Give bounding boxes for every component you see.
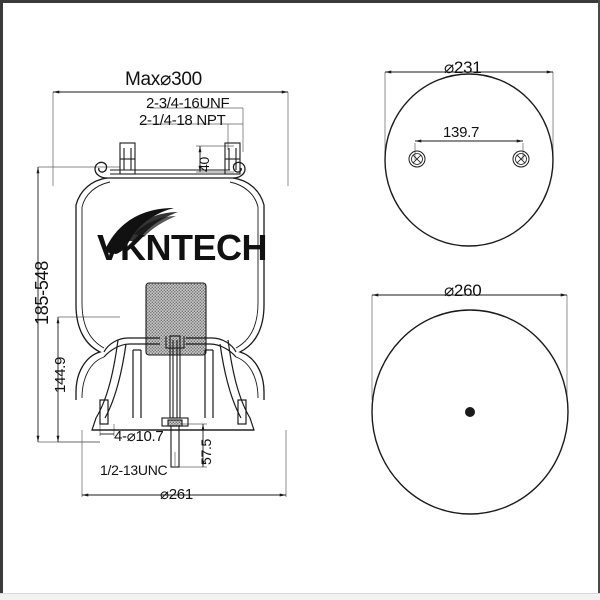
bellows-outer-profile (75, 161, 265, 400)
dim-bottom-stud-length: 57.5 (198, 438, 214, 465)
bellows-inner-profile (81, 181, 259, 399)
dim-top-plate-diameter: ⌀231 (444, 58, 482, 77)
dim-base-bolt-holes: 4-⌀10.7 (114, 428, 164, 445)
frame-border-left (0, 0, 3, 600)
dim-piston-diameter: ⌀260 (444, 281, 482, 300)
logo-swoosh-mark (104, 208, 178, 254)
bottom-piston-view-geometry (371, 293, 569, 515)
frame-border-right (598, 0, 600, 600)
brand-logo: V KNTECH (96, 206, 296, 268)
logo-svg: V KNTECH (97, 208, 268, 268)
logo-wordmark: KNTECH (120, 227, 267, 268)
bump-stop-block (145, 282, 207, 356)
dim-top-port-thread: 2-3/4-16UNF (146, 95, 230, 112)
top-plate-view-geometry (384, 70, 554, 247)
dim-base-diameter: ⌀261 (160, 486, 193, 503)
dim-stud-height: 40 (196, 157, 212, 172)
piston-assembly (91, 337, 255, 431)
dim-top-port-pipe-thread: 2-1/4-18 NPT (139, 112, 226, 129)
center-stud (161, 335, 189, 468)
dim-bottom-stud-thread: 1/2-13UNC (100, 462, 168, 478)
front-view-dimension-lines (36, 90, 288, 497)
dim-overall-height-range: 185-548 (32, 261, 52, 325)
dim-max-outer-diameter: Max⌀300 (125, 69, 202, 90)
logo-v-letter: V (97, 227, 121, 268)
dim-piston-height: 144.9 (52, 356, 69, 393)
front-top-plate-assembly (110, 142, 241, 175)
dim-stud-spacing: 139.7 (443, 124, 480, 141)
frame-border-bottom (0, 593, 600, 600)
frame-border-top (0, 0, 600, 3)
